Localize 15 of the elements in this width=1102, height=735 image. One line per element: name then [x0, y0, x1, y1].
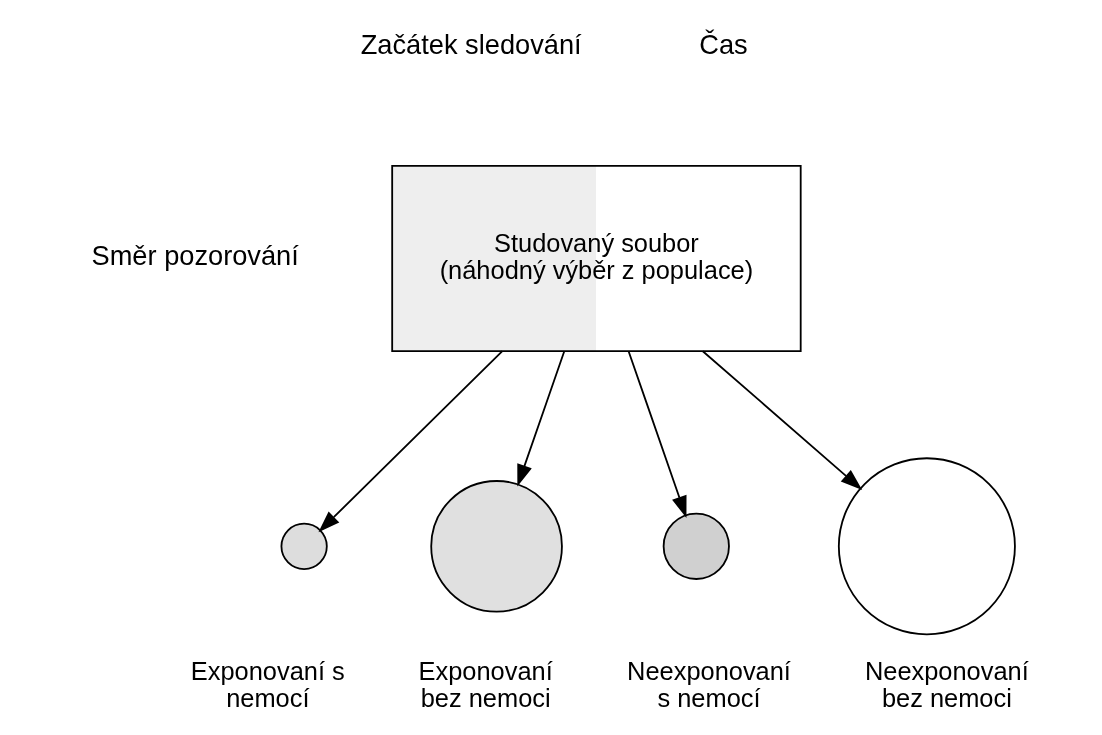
node-circle [280, 522, 328, 570]
arrow [317, 350, 503, 533]
node-label: Neexponovaní bez nemoci [864, 657, 1029, 713]
arrow [516, 350, 565, 487]
node-label: Neexponovaní s nemocí [626, 657, 791, 713]
node-label: Exponovaní bez nemoci [418, 657, 553, 713]
node-circle [429, 480, 563, 613]
arrow [701, 350, 862, 491]
label: Směr pozorování [91, 239, 299, 271]
node-label: Exponovaní s nemocí [190, 657, 345, 713]
label: Čas [698, 29, 748, 61]
node-circle [662, 512, 730, 580]
label: Začátek sledování [360, 29, 582, 61]
arrow [627, 350, 686, 518]
node-box: Studovaný soubor (náhodný výběr z populace) [390, 165, 802, 353]
